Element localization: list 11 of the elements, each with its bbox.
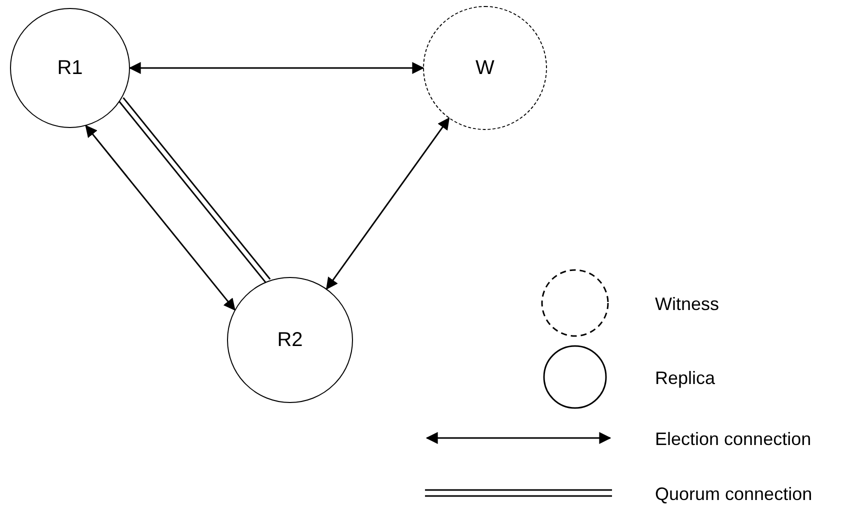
legend-label: Witness [655,293,720,316]
arrow [326,117,450,290]
node-label: R2 [277,328,303,353]
arrow [85,124,236,311]
arrow [128,62,424,74]
legend-label: Replica [655,367,716,390]
node-label: R1 [57,56,83,81]
legend-label: Quorum connection [655,483,812,506]
legend-label: Election connection [655,428,812,451]
double-line [118,97,271,284]
node-label: W [476,56,494,81]
